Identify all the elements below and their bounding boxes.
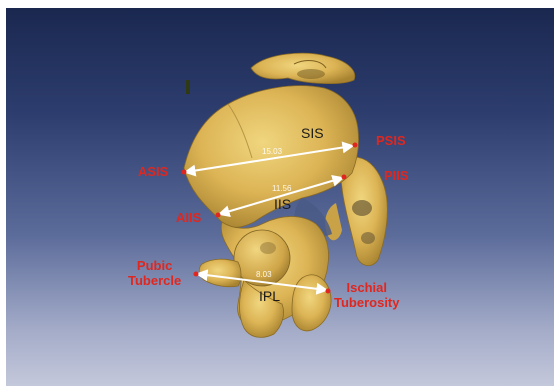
ischial-tuberosity-line1: Ischial	[334, 280, 400, 295]
piis-point	[342, 175, 347, 180]
pubic-tubercle-label: Pubic Tubercle	[128, 258, 181, 288]
sacrum	[251, 53, 355, 84]
asis-label: ASIS	[138, 164, 168, 179]
sis-label: SIS	[301, 125, 324, 141]
piis-label: PIIS	[384, 168, 409, 183]
pubic-tubercle-line2: Tubercle	[128, 273, 181, 288]
ischial-tuberosity-label: Ischial Tuberosity	[334, 280, 400, 310]
iis-value: 11.56	[272, 184, 291, 193]
ipl-value: 8.03	[256, 270, 272, 279]
pubic-tubercle-line1: Pubic	[128, 258, 181, 273]
aiis-label: AIIS	[176, 210, 201, 225]
orientation-marker	[186, 80, 190, 94]
ischial-tuberosity-line2: Tuberosity	[334, 295, 400, 310]
asis-point	[182, 170, 187, 175]
pubic-ramus	[199, 259, 241, 287]
ischium	[292, 275, 331, 331]
psis-label: PSIS	[376, 133, 406, 148]
iis-label: IIS	[274, 196, 291, 212]
psis-point	[353, 143, 358, 148]
sis-value: 15.03	[262, 147, 282, 156]
ct-3d-render-viewport: 15.03 11.56 8.03 SIS IIS IPL ASIS PSIS A…	[6, 8, 554, 386]
pubic-tubercle-point	[194, 272, 199, 277]
aiis-point	[216, 213, 221, 218]
ipl-label: IPL	[259, 288, 280, 304]
ischial-tuberosity-point	[326, 289, 331, 294]
